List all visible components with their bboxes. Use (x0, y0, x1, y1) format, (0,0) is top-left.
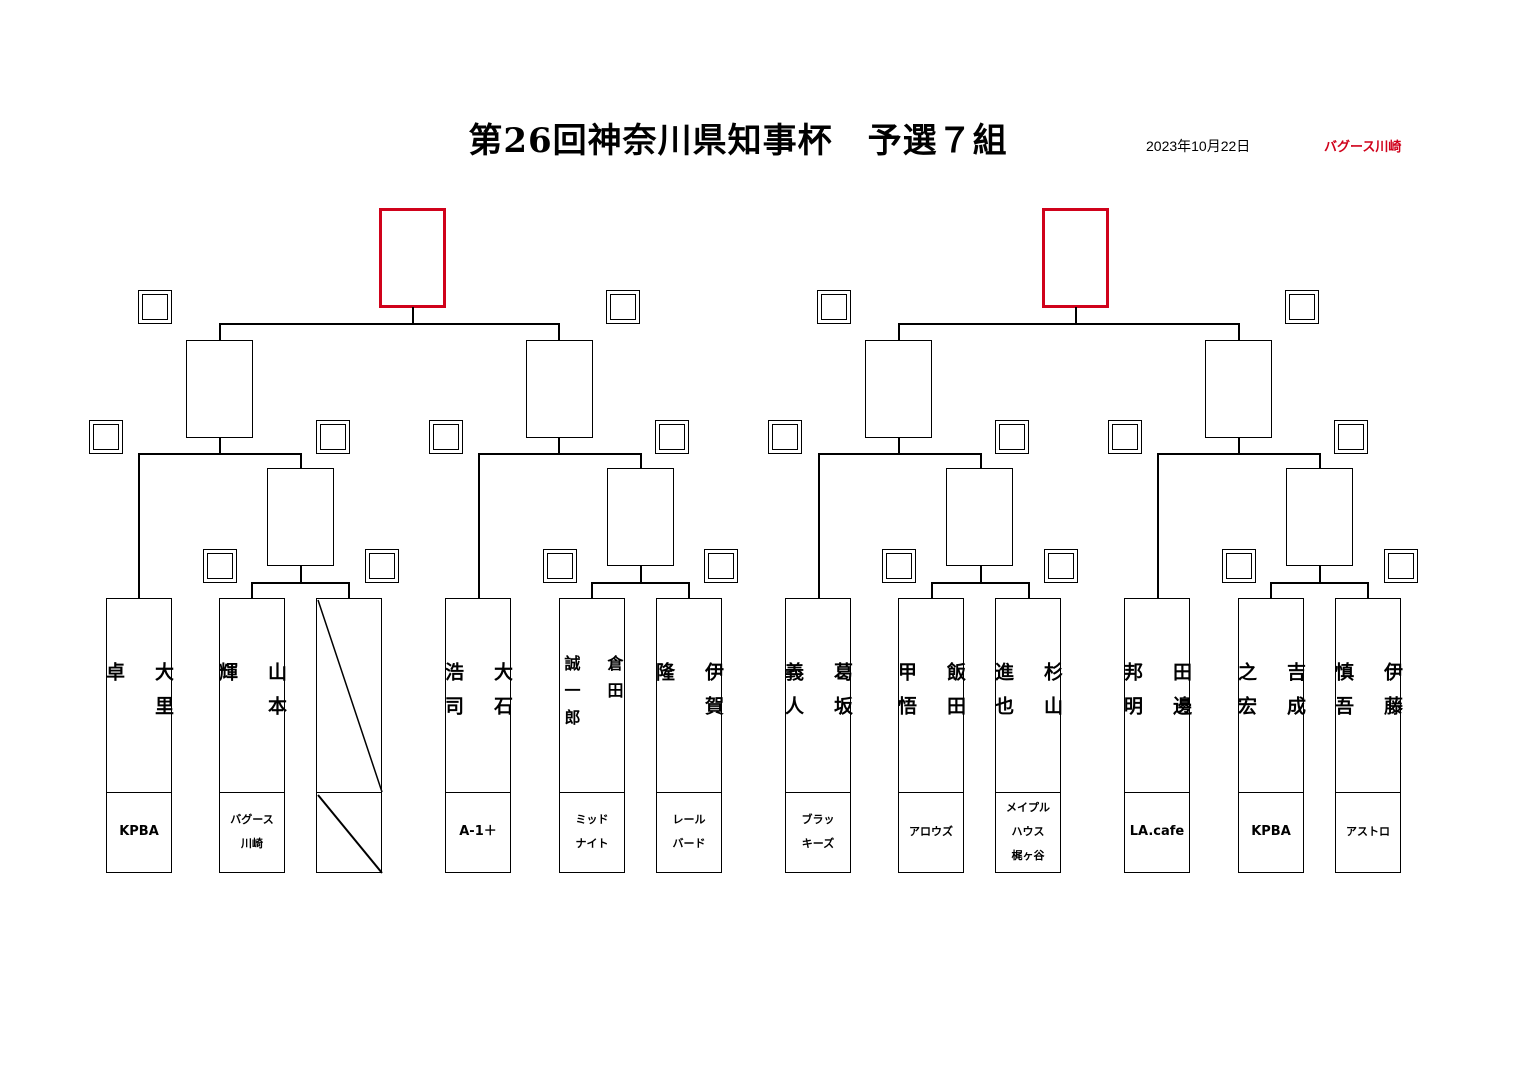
score-box[interactable] (882, 549, 916, 583)
player-name (317, 599, 381, 793)
player-card[interactable]: 葛坂 義人 ブラッ キーズ (782, 598, 853, 873)
team-name: ミッド ナイト (575, 813, 609, 850)
player-card[interactable]: 山本 輝 バグース 川崎 (216, 598, 287, 873)
player-name: 大石 浩司 (442, 599, 513, 793)
score-box[interactable] (89, 420, 123, 454)
match-box[interactable] (946, 468, 1013, 566)
group-winner-box-right[interactable] (1042, 208, 1109, 308)
team-name: アロウズ (909, 825, 953, 838)
player-card[interactable]: 伊藤 慎吾 アストロ (1332, 598, 1403, 873)
team-name: KPBA (119, 824, 159, 839)
player-card[interactable]: 伊賀 隆 レール バード (653, 598, 724, 873)
team-name: バグース 川崎 (230, 813, 274, 850)
score-box[interactable] (1222, 549, 1256, 583)
match-box[interactable] (267, 468, 334, 566)
team-name: ブラッ キーズ (801, 813, 835, 850)
player-card[interactable]: 大里 卓 KPBA (103, 598, 174, 873)
score-box[interactable] (1285, 290, 1319, 324)
score-box[interactable] (365, 549, 399, 583)
player-name: 杉山 進也 (992, 599, 1063, 793)
score-box[interactable] (1334, 420, 1368, 454)
team-name: メイプル ハウス 梶ヶ谷 (1006, 801, 1050, 862)
venue-label: バグース川崎 (1324, 140, 1402, 155)
score-box[interactable] (138, 290, 172, 324)
block-winner-box[interactable] (1205, 340, 1272, 438)
player-card[interactable]: 吉成 之宏 KPBA (1235, 598, 1306, 873)
block-winner-box[interactable] (865, 340, 932, 438)
score-box[interactable] (316, 420, 350, 454)
player-name: 吉成 之宏 (1235, 599, 1306, 793)
player-card[interactable]: 大石 浩司 A-1＋ (442, 598, 513, 873)
team-name: LA.cafe (1129, 824, 1185, 839)
player-name: 大里 卓 (103, 599, 174, 793)
player-name: 葛坂 義人 (782, 599, 853, 793)
score-box[interactable] (817, 290, 851, 324)
bye-slot (316, 598, 383, 874)
team-name: アストロ (1346, 825, 1390, 838)
player-name: 飯田 甲悟 (895, 599, 966, 793)
bye-strike-mark (317, 599, 383, 874)
score-box[interactable] (429, 420, 463, 454)
player-card[interactable]: 倉田 誠一郎 ミッド ナイト (559, 598, 625, 873)
score-box[interactable] (1108, 420, 1142, 454)
player-name: 伊賀 隆 (653, 599, 724, 793)
block-winner-box[interactable] (526, 340, 593, 438)
match-box[interactable] (607, 468, 674, 566)
score-box[interactable] (704, 549, 738, 583)
player-name: 伊藤 慎吾 (1332, 599, 1403, 793)
score-box[interactable] (543, 549, 577, 583)
score-box[interactable] (1384, 549, 1418, 583)
player-card[interactable]: 杉山 進也 メイプル ハウス 梶ヶ谷 (992, 598, 1063, 873)
event-date: 2023年10月22日 (1146, 138, 1251, 154)
player-name: 田邊 邦明 (1121, 599, 1192, 793)
score-box[interactable] (768, 420, 802, 454)
page-title: 第26回神奈川県知事杯 予選７組 (468, 121, 1008, 161)
group-winner-box-left[interactable] (379, 208, 446, 308)
match-box[interactable] (1286, 468, 1353, 566)
player-name: 倉田 誠一郎 (560, 599, 624, 793)
player-card[interactable]: 飯田 甲悟 アロウズ (895, 598, 966, 873)
player-card[interactable]: 田邊 邦明 LA.cafe (1121, 598, 1192, 873)
score-box[interactable] (203, 549, 237, 583)
team-name: KPBA (1251, 824, 1291, 839)
block-winner-box[interactable] (186, 340, 253, 438)
score-box[interactable] (655, 420, 689, 454)
team-name: レール バード (672, 813, 706, 850)
score-box[interactable] (606, 290, 640, 324)
team-name: A-1＋ (459, 824, 497, 839)
player-name: 山本 輝 (216, 599, 287, 793)
score-box[interactable] (995, 420, 1029, 454)
score-box[interactable] (1044, 549, 1078, 583)
